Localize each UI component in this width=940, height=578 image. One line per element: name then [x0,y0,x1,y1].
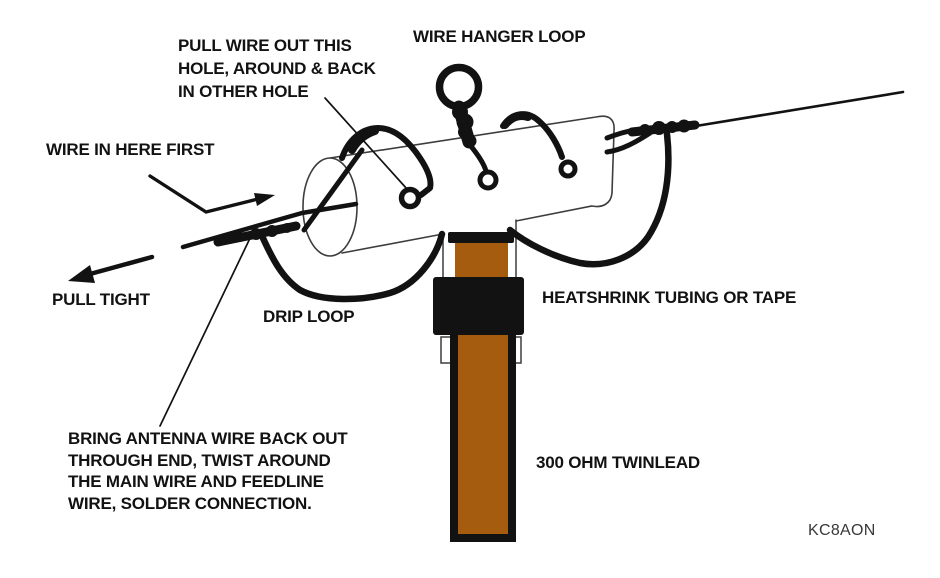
leader-line-solder [159,231,254,427]
hole1-ring [398,186,422,210]
signature-callsign: KC8AON [808,522,876,539]
hanger-wire [467,142,489,174]
antenna-wire [694,90,905,128]
label-drip-loop: DRIP LOOP [263,307,355,326]
twinlead-top-bar [448,232,514,243]
right-wire-twist-bumps [639,119,691,136]
heatshrink-block [433,277,524,335]
label-wire-in-here-first: WIRE IN HERE FIRST [46,140,215,159]
label-heatshrink: HEATSHRINK TUBING OR TAPE [542,288,797,307]
label-pull-tight: PULL TIGHT [52,290,150,309]
twinlead-lower-strip [458,335,508,534]
tube-outline [329,115,615,254]
label-wire-hanger-loop: WIRE HANGER LOOP [413,27,586,46]
arrow-pull-tight [68,254,155,283]
leader-line-hole [324,97,408,190]
inner-wire-diagonal [301,147,365,233]
middle-hole-ring [477,169,499,191]
hanger-twist-bumps [452,104,477,148]
hole3-ring [558,159,578,179]
label-pull-wire-out: PULL WIRE OUT THIS HOLE, AROUND & BACK I… [178,36,376,101]
main-wire [180,201,359,250]
twinlead-upper-section [455,243,508,278]
drip-loop-right [506,130,672,268]
arrow-wire-in [148,174,275,214]
hole1-wire-arc [339,125,434,198]
tube-body-fill [330,116,615,256]
label-300-ohm-twinlead: 300 OHM TWINLEAD [536,453,700,472]
hole3-wire-arc-start [501,112,532,129]
drip-loop-left [258,230,446,303]
label-bring-antenna: BRING ANTENNA WIRE BACK OUT THROUGH END,… [68,429,348,513]
